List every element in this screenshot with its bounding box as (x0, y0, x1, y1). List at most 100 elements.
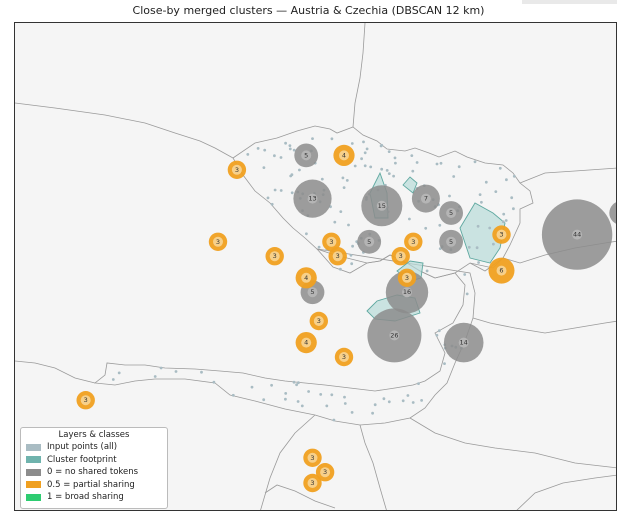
cluster-marker[interactable]: 5 (357, 229, 382, 254)
cluster-markers: 13142644151657555554333333336343433333 (76, 143, 617, 493)
input-point (174, 370, 178, 373)
cluster-circle[interactable] (609, 201, 617, 225)
input-point (437, 329, 441, 333)
input-point (439, 161, 443, 165)
legend-label: 0 = no shared tokens (47, 467, 139, 478)
cluster-marker[interactable]: 14 (443, 322, 484, 363)
cluster-marker[interactable]: 3 (391, 247, 410, 266)
legend-item-class-1: 1 = broad sharing (26, 491, 162, 504)
cluster-size-label: 15 (378, 202, 386, 210)
input-point (406, 394, 410, 397)
input-point (505, 178, 508, 182)
input-point (325, 404, 329, 408)
input-point (212, 380, 216, 384)
cluster-marker[interactable]: 3 (76, 391, 95, 410)
legend-label: 1 = broad sharing (47, 492, 124, 503)
cluster-label-bg (80, 395, 91, 406)
cluster-size-label: 4 (304, 274, 308, 282)
cluster-label-bg (339, 150, 349, 161)
cluster-label-bg (496, 265, 507, 276)
input-point (250, 385, 254, 389)
cluster-marker[interactable]: 3 (227, 160, 247, 179)
input-point (111, 378, 115, 381)
cluster-marker[interactable]: 15 (361, 185, 403, 227)
cluster-marker[interactable]: 6 (488, 257, 515, 284)
cluster-marker[interactable]: 3 (303, 473, 322, 493)
legend-swatch (26, 493, 41, 501)
input-point (425, 269, 429, 273)
cluster-marker[interactable]: 3 (265, 247, 284, 266)
legend-item-cluster-footprint: Cluster footprint (26, 454, 162, 467)
input-point (393, 156, 397, 160)
cluster-marker[interactable]: 5 (439, 229, 463, 254)
cluster-marker[interactable]: 3 (334, 347, 354, 367)
input-point (467, 245, 471, 249)
austria-border (93, 248, 476, 426)
cluster-marker[interactable]: 5 (609, 201, 617, 225)
coast-line-2 (516, 474, 616, 510)
cluster-marker[interactable]: 3 (404, 232, 423, 251)
legend-swatch (26, 481, 41, 489)
coast-line (264, 484, 336, 509)
cluster-marker[interactable]: 26 (367, 308, 422, 363)
cluster-marker[interactable]: 3 (315, 463, 335, 482)
cluster-marker[interactable]: 3 (303, 448, 322, 467)
cluster-label-bg (332, 251, 343, 262)
input-point (385, 169, 389, 172)
cluster-size-label: 16 (403, 288, 411, 296)
cluster-label-bg (446, 236, 457, 247)
cluster-size-label: 7 (424, 195, 428, 203)
input-point (266, 196, 270, 200)
cluster-marker[interactable]: 3 (397, 268, 417, 287)
cluster-size-label: 3 (411, 238, 415, 246)
cluster-marker[interactable]: 3 (492, 225, 511, 244)
cluster-size-label: 5 (304, 151, 308, 159)
cluster-marker[interactable]: 16 (385, 271, 429, 314)
input-point (457, 165, 461, 169)
cluster-label-bg (395, 251, 406, 262)
input-point (463, 273, 467, 276)
poland-east-border (519, 167, 616, 184)
cluster-marker[interactable]: 4 (295, 267, 317, 289)
cluster-marker[interactable]: 4 (333, 144, 355, 166)
cluster-marker[interactable]: 3 (309, 311, 328, 331)
input-point (465, 292, 469, 296)
cluster-marker[interactable]: 3 (208, 232, 228, 251)
cluster-size-label: 3 (273, 252, 277, 260)
cluster-size-label: 14 (460, 339, 468, 347)
cluster-marker[interactable]: 3 (322, 232, 341, 251)
cluster-marker[interactable]: 5 (439, 201, 463, 225)
cluster-marker[interactable]: 3 (328, 247, 347, 266)
cluster-size-label: 3 (499, 231, 503, 239)
cluster-marker[interactable]: 13 (293, 179, 332, 218)
input-point (159, 366, 163, 370)
cluster-size-label: 26 (390, 331, 398, 339)
input-point (332, 418, 336, 422)
cluster-label-bg (376, 200, 387, 211)
cluster-label-bg (339, 352, 349, 362)
cluster-label-bg (301, 150, 312, 161)
cluster-marker[interactable]: 4 (295, 332, 317, 354)
cluster-marker[interactable]: 7 (411, 184, 440, 213)
input-point (484, 180, 488, 184)
input-point (408, 217, 411, 221)
cluster-label-bg (364, 236, 375, 247)
legend-item-input-points: Input points (all) (26, 441, 162, 454)
cluster-size-label: 3 (235, 166, 239, 174)
input-point (401, 399, 405, 403)
cluster-label-bg (213, 236, 223, 247)
input-point (341, 176, 345, 180)
input-point (270, 383, 273, 387)
input-point (417, 382, 420, 385)
cluster-label-bg (231, 164, 242, 175)
input-point (339, 267, 342, 271)
input-point (200, 370, 203, 374)
input-point (270, 202, 274, 206)
germany-border (15, 102, 234, 159)
input-point (298, 168, 301, 172)
cluster-size-label: 3 (317, 317, 321, 325)
input-point (443, 362, 446, 365)
cluster-marker[interactable]: 44 (541, 199, 613, 270)
cluster-marker[interactable]: 5 (294, 143, 319, 168)
input-point (502, 212, 506, 216)
